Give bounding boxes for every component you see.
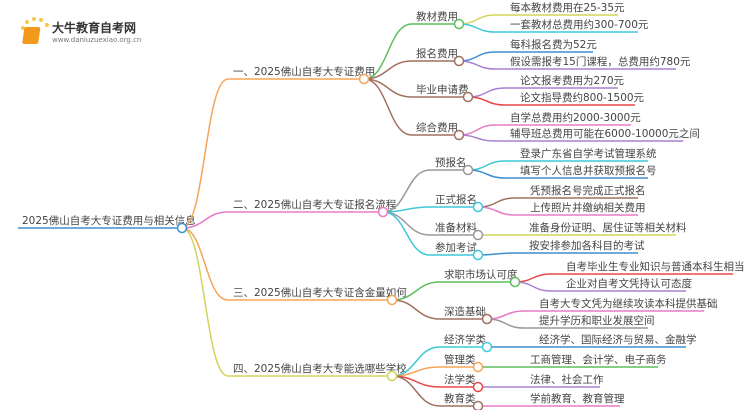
leaf-connector [458,60,496,70]
leaf-connector [486,310,525,320]
subtopic-connector [363,60,413,80]
leaf-connector [458,124,496,136]
subtopic: 管理类 [444,353,476,366]
leaf-text: 自考大专文凭为继续攻读本科提供基础 [539,297,718,310]
subtopic-node [453,129,465,141]
leaf-text: 准备身份证明、居住证等相关材料 [529,221,687,234]
leaf-connector [467,96,506,106]
leaf-text: 假设需报考15门课程，总费用约780元 [510,55,691,68]
subtopic-node [472,249,484,261]
subtopic-node [453,55,465,67]
leaf-text: 辅导班总费用可能在6000-10000元之间 [510,127,700,140]
leaf-connector [467,87,506,98]
book-logo-icon [21,17,49,44]
logo: 大牛教育自考网 www.daniuzuexiao.org.cn [18,16,141,46]
subtopic: 参加考试 [435,241,477,254]
subtopic-node [472,361,484,373]
leaf-text: 登录广东省自学考试管理系统 [520,147,657,160]
root-node [176,222,188,234]
subtopic-node [472,201,484,213]
subtopic: 深造基础 [444,305,486,318]
leaf-text: 提升学历和职业发展空间 [539,314,655,327]
subtopic-node [462,91,474,103]
branch-node [386,294,398,306]
subtopic: 毕业申请费 [416,83,469,96]
subtopic-node [472,400,484,410]
leaf-connector [514,273,552,283]
leaf-connector [477,252,515,256]
branch-topic: 四、2025佛山自考大专能选哪些学校 [233,362,407,375]
leaf-connector [514,281,552,292]
leaf-text: 每本教材费用在25-35元 [510,1,625,14]
leaf-text: 自考毕业生专业知识与普通本科生相当 [566,260,745,273]
branch-topic: 一、2025佛山自考大专证费用 [233,65,375,78]
leaf-text: 上传照片并缴纳相关费用 [530,201,646,214]
leaf-connector [458,51,496,62]
logo-title: 大牛教育自考网 [52,20,137,35]
branch-node [358,73,370,85]
subtopic-connector [391,375,441,407]
branch-topic: 二、2025佛山自考大专证报名流程 [233,198,397,211]
leaf-connector [467,160,506,171]
branch-connector [181,227,229,301]
subtopic: 综合费用 [416,121,458,134]
subtopic-node [481,313,493,325]
subtopic-connector [363,78,413,136]
leaf-text: 填写个人信息并获取预报名号 [520,164,657,177]
leaf-text: 论文报考费用为270元 [520,74,625,87]
leaf-connector [458,23,496,33]
branch-node [386,370,398,382]
leaf-text: 法律、社会工作 [530,373,604,386]
leaf-text: 凭预报名号完成正式报名 [530,184,646,197]
subtopic: 法学类 [444,373,476,386]
subtopic-node [453,18,465,30]
subtopic-node [472,229,484,241]
branch-node [377,206,389,218]
leaf-text: 学前教育、教育管理 [530,392,625,405]
leaf-text: 每科报名费为52元 [510,38,597,51]
leaf-connector [458,14,496,25]
branch-connector [181,78,229,229]
subtopic-connector [363,23,413,80]
subtopic-connector [382,169,431,213]
subtopic-connector [382,211,431,236]
subtopic-node [481,341,493,353]
subtopic-node [462,164,474,176]
subtopic-connector [382,211,431,256]
branch-connector [181,227,229,377]
leaf-text: 企业对自考文凭持认可态度 [566,277,692,290]
leaf-text: 一套教材总费用约300-700元 [510,18,649,31]
logo-url: www.daniuzuexiao.org.cn [52,35,142,44]
subtopic: 教材费用 [416,10,458,23]
subtopic: 教育类 [444,392,476,405]
subtopic-connector [391,299,441,320]
leaf-text: 经济学、国际经济与贸易、金融学 [539,333,697,346]
leaf-text: 工商管理、会计学、电子商务 [530,353,667,366]
leaf-text: 按安排参加各科目的考试 [529,239,645,252]
subtopic: 正式报名 [435,193,477,206]
branch-topic: 三、2025佛山自考大专证含金量如何 [233,286,407,299]
leaf-connector [477,197,516,208]
subtopic: 经济学类 [444,333,486,346]
subtopic: 求职市场认可度 [444,268,518,281]
leaf-connector [477,206,516,216]
subtopic-connector [391,281,441,301]
subtopic: 报名费用 [416,47,458,60]
root-topic: 2025佛山自考大专证费用与相关信息 [22,214,196,227]
leaf-text: 自学总费用约2000-3000元 [510,111,641,124]
leaf-connector [486,318,525,329]
subtopic: 准备材料 [435,221,477,234]
leaf-connector [458,134,496,142]
leaf-connector [467,169,506,179]
subtopic-node [509,276,521,288]
subtopic: 预报名 [435,156,467,169]
leaf-text: 论文指导费约800-1500元 [520,91,645,104]
subtopic-node [472,381,484,393]
